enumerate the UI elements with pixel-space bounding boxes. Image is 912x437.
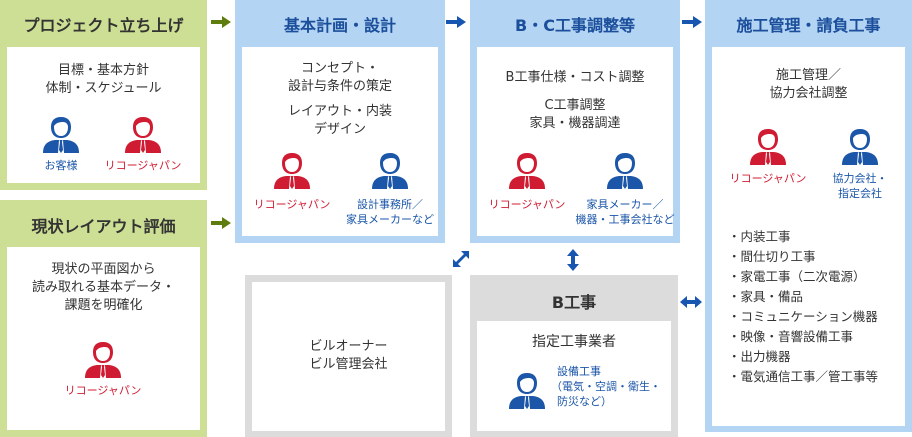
text-line: デザイン bbox=[313, 122, 366, 137]
b-work-box: B工事 指定工事業者 設備工事 （電気・空調・衛生・ 防災など） bbox=[470, 275, 678, 437]
b-work-content: 指定工事業者 設備工事 （電気・空調・衛生・ 防災など） bbox=[477, 321, 671, 431]
stage-construction-management: 施工管理・請負工事 施工管理／ 協力会社調整 リコージャパン 協力会社・ 指定会… bbox=[705, 0, 912, 432]
work-items-list: 内装工事 間仕切り工事 家電工事（二次電源） 家具・備品 コミュニケーション機器… bbox=[732, 227, 879, 387]
person-icon-furniture-maker bbox=[605, 151, 645, 189]
person-label: お客様 bbox=[44, 159, 78, 172]
person-icon-design-office bbox=[370, 151, 410, 189]
person-icon-ricoh bbox=[272, 151, 312, 189]
person-icon-ricoh bbox=[123, 115, 163, 153]
stage-content: B工事仕様・コスト調整 C工事調整 家具・機器調達 リコージャパン 家具メーカー… bbox=[477, 47, 675, 236]
person-icon-contractor bbox=[507, 371, 547, 409]
stage-bc-work-coordination: B・C工事調整等 B工事仕様・コスト調整 C工事調整 家具・機器調達 リコージャ… bbox=[470, 0, 680, 243]
list-item: 家電工事（二次電源） bbox=[732, 267, 878, 287]
person-icon-partner-company bbox=[840, 127, 880, 165]
text-line: 目標・基本方針 bbox=[57, 63, 149, 78]
list-item: 内装工事 bbox=[732, 227, 878, 247]
text-line: 施工管理／ bbox=[775, 68, 841, 83]
list-item: 電気通信工事／管工事等 bbox=[732, 367, 879, 387]
person-label: リコージャパン bbox=[104, 159, 182, 172]
person-label: リコージャパン bbox=[253, 198, 331, 211]
arrow-right-icon bbox=[211, 16, 231, 28]
owner-content: ビルオーナー ビル管理会社 bbox=[252, 282, 445, 431]
arrow-vertical-both-icon bbox=[567, 249, 579, 271]
text-line: 家具・機器調達 bbox=[529, 116, 621, 131]
person-icon-ricoh bbox=[83, 340, 123, 378]
person-label: リコージャパン bbox=[729, 172, 807, 185]
person-label: リコージャパン bbox=[488, 198, 566, 211]
list-item: 家具・備品 bbox=[732, 287, 878, 307]
person-icon-ricoh bbox=[748, 127, 788, 165]
arrow-diagonal-both-icon bbox=[453, 251, 469, 267]
text-line: 協力会社調整 bbox=[769, 86, 848, 101]
text-line: レイアウト・内装 bbox=[287, 104, 392, 119]
text-line: 課題を明確化 bbox=[64, 298, 143, 313]
list-item: コミュニケーション機器 bbox=[732, 307, 878, 327]
list-item: 映像・音響設備工事 bbox=[732, 327, 878, 347]
stage-project-launch: プロジェクト立ち上げ 目標・基本方針 体制・スケジュール お客様 リコージャパン bbox=[0, 0, 207, 190]
stage-layout-evaluation: 現状レイアウト評価 現状の平面図から 読み取れる基本データ・ 課題を明確化 リコ… bbox=[0, 200, 207, 437]
stage-title: 現状レイアウト評価 bbox=[31, 217, 176, 236]
stage-content: 現状の平面図から 読み取れる基本データ・ 課題を明確化 リコージャパン bbox=[7, 247, 200, 430]
text-line: 体制・スケジュール bbox=[45, 81, 162, 96]
person-label: 機器・工事会社など bbox=[575, 213, 675, 226]
stage-basic-planning: 基本計画・設計 コンセプト・ 設計与条件の策定 レイアウト・内装 デザイン リコ… bbox=[235, 0, 445, 243]
text-line: ビル管理会社 bbox=[309, 357, 388, 372]
text-line: ビルオーナー bbox=[309, 339, 388, 354]
list-item: 間仕切り工事 bbox=[732, 247, 878, 267]
person-icon-ricoh bbox=[507, 151, 547, 189]
person-label: 防災など） bbox=[557, 395, 612, 408]
person-label: 設備工事 bbox=[557, 365, 601, 378]
person-label: 指定会社 bbox=[838, 187, 882, 200]
stage-content: 目標・基本方針 体制・スケジュール お客様 リコージャパン bbox=[7, 47, 200, 183]
b-work-title: B工事 bbox=[551, 293, 597, 312]
person-icon-customer bbox=[41, 115, 81, 153]
arrow-right-icon bbox=[211, 217, 231, 229]
person-label: （電気・空調・衛生・ bbox=[551, 380, 661, 393]
text-line: 現状の平面図から bbox=[51, 262, 156, 277]
arrow-right-icon bbox=[446, 16, 466, 28]
stage-content: コンセプト・ 設計与条件の策定 レイアウト・内装 デザイン リコージャパン 設計… bbox=[242, 47, 438, 236]
text-line: C工事調整 bbox=[544, 98, 606, 113]
b-work-subtitle: 指定工事業者 bbox=[532, 334, 616, 350]
stage-title: プロジェクト立ち上げ bbox=[23, 16, 184, 35]
stage-title: 基本計画・設計 bbox=[283, 16, 396, 35]
stage-title: B・C工事調整等 bbox=[515, 16, 635, 35]
text-line: コンセプト・ bbox=[300, 61, 379, 76]
stage-title: 施工管理・請負工事 bbox=[736, 16, 881, 35]
person-label: 設計事務所／ bbox=[357, 198, 423, 211]
text-line: 設計与条件の策定 bbox=[287, 79, 392, 94]
text-line: 読み取れる基本データ・ bbox=[31, 280, 175, 295]
text-line: B工事仕様・コスト調整 bbox=[505, 70, 645, 85]
person-label: リコージャパン bbox=[64, 384, 142, 397]
person-label: 家具メーカーなど bbox=[346, 213, 434, 226]
person-label: 家具メーカー／ bbox=[586, 198, 664, 211]
arrow-horizontal-both-icon bbox=[680, 296, 702, 308]
arrow-right-icon bbox=[682, 16, 702, 28]
building-owner-box: ビルオーナー ビル管理会社 bbox=[245, 275, 452, 437]
list-item: 出力機器 bbox=[732, 347, 878, 367]
stage-content: 施工管理／ 協力会社調整 リコージャパン 協力会社・ 指定会社 内装工事 間仕切… bbox=[712, 47, 905, 426]
person-label: 協力会社・ bbox=[832, 172, 888, 185]
